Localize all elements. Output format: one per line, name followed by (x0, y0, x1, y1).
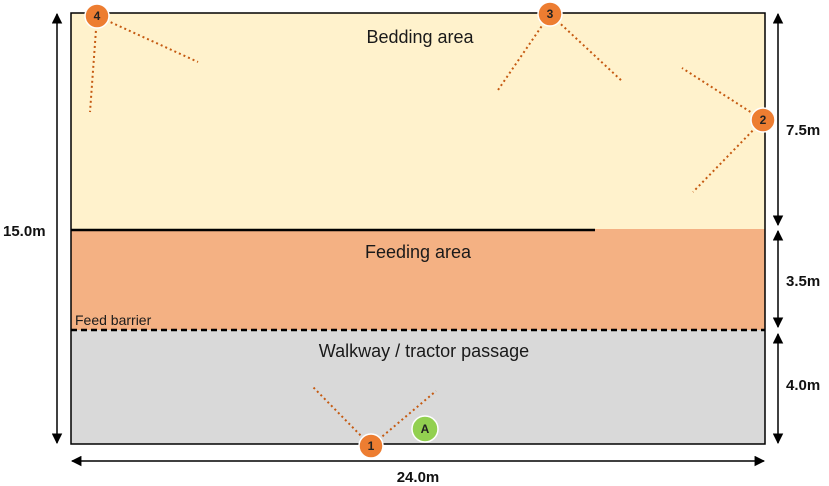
camera-4-marker (84, 3, 110, 29)
feeding-depth-label: 3.5m (786, 273, 820, 290)
camera-1: 1 (358, 433, 384, 459)
camera-3-view-line (497, 13, 551, 91)
camera-1-view-line (312, 386, 372, 447)
bedding-area-label: Bedding area (366, 27, 474, 47)
camera-2-view-line (692, 119, 764, 193)
camera-1-label: 1 (368, 439, 375, 453)
total-width-label: 15.0m (3, 223, 46, 240)
camera-3: 3 (537, 1, 563, 27)
walkway-area-label: Walkway / tractor passage (319, 341, 529, 361)
camera-4-view-line (96, 15, 199, 63)
bedding-area (71, 13, 765, 229)
camera-4-view-line (89, 15, 98, 113)
walkway-depth-label: 4.0m (786, 377, 820, 394)
camera-view-lines (89, 13, 764, 447)
camera-3-label: 3 (547, 7, 554, 21)
marker-a: A (411, 415, 439, 443)
feed-barrier-label: Feed barrier (75, 312, 152, 328)
feeding-area (71, 229, 765, 330)
camera-3-marker (537, 1, 563, 27)
camera-2: 2 (750, 107, 776, 133)
camera-4: 4 (84, 3, 110, 29)
barn-outline (70, 12, 766, 445)
camera-1-view-line (370, 390, 437, 447)
marker-a-label: A (421, 422, 430, 436)
total-length-label: 24.0m (397, 469, 440, 486)
camera-2-label: 2 (760, 113, 767, 127)
camera-2-view-line (681, 67, 764, 121)
camera-4-label: 4 (94, 9, 101, 23)
camera-3-view-line (549, 13, 624, 83)
marker-a-circle (411, 415, 439, 443)
bedding-depth-label: 7.5m (786, 122, 820, 139)
feeding-area-label: Feeding area (365, 242, 472, 262)
